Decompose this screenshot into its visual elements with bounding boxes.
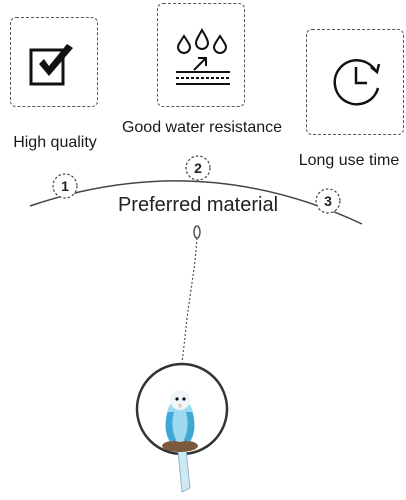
feature-box-water bbox=[157, 3, 245, 107]
feature-box-time bbox=[306, 29, 404, 135]
feature-box-quality bbox=[10, 17, 98, 107]
marker-2: 2 bbox=[185, 155, 211, 181]
feature-label-quality: High quality bbox=[13, 134, 97, 151]
marker-3: 3 bbox=[315, 188, 341, 214]
marker-1: 1 bbox=[52, 173, 78, 199]
feature-label-water: Good water resistance bbox=[121, 119, 283, 136]
water-resistance-icon bbox=[176, 27, 230, 85]
preferred-material-title: Preferred material bbox=[118, 194, 278, 216]
svg-text:1: 1 bbox=[61, 178, 69, 194]
checkbox-check-icon bbox=[29, 44, 73, 86]
svg-text:3: 3 bbox=[324, 193, 332, 209]
clock-icon bbox=[333, 59, 381, 106]
feature-label-time: Long use time bbox=[298, 152, 400, 169]
svg-text:2: 2 bbox=[194, 160, 202, 176]
parakeet-ring-ornament-icon bbox=[135, 225, 229, 493]
